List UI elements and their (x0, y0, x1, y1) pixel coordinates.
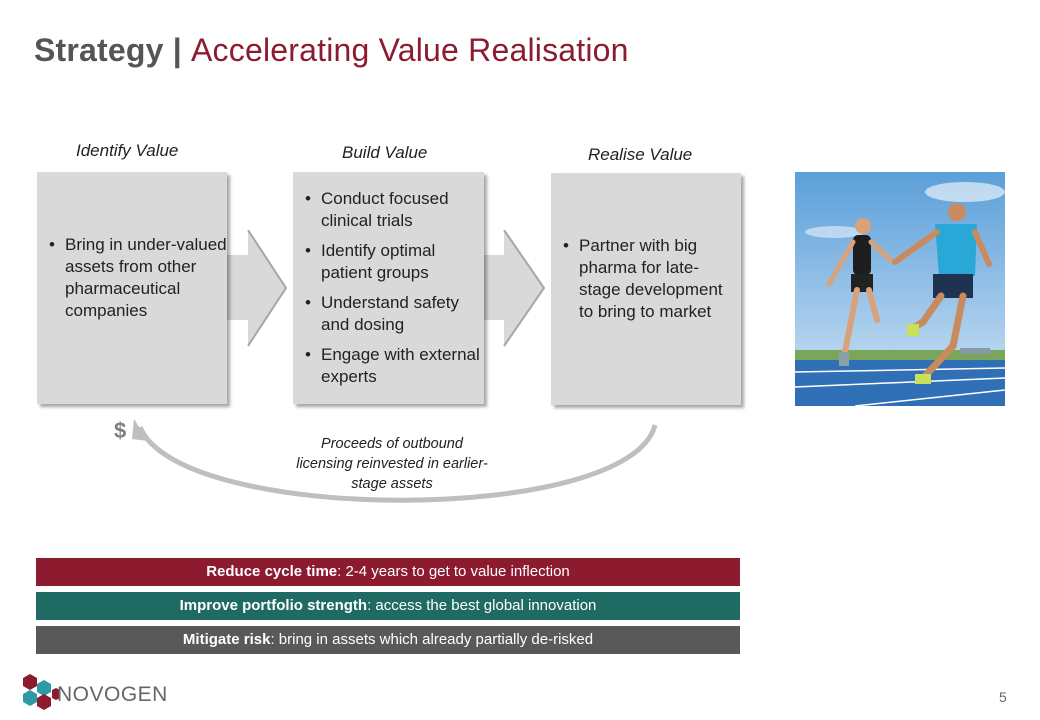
title-main: Strategy (34, 32, 164, 68)
dollar-symbol: $ (114, 418, 127, 443)
stage-heading-build: Build Value (342, 143, 428, 162)
bar-text: : access the best global innovation (367, 597, 597, 614)
bar-text: : bring in assets which already partiall… (270, 631, 594, 648)
bullet-item: Identify optimal patient groups (305, 240, 484, 284)
bar-bold-label: Reduce cycle time (206, 563, 338, 580)
stage-heading-realise: Realise Value (588, 145, 693, 164)
flow-arrow-1 (226, 230, 288, 347)
stage-heading-identify: Identify Value (76, 141, 179, 160)
bullet-item: Bring in under-valued assets from other … (49, 234, 227, 322)
flow-arrow-2 (482, 230, 546, 347)
stage-box-build: Conduct focused clinical trials Identify… (293, 172, 484, 404)
stage-box-realise: Partner with big pharma for late-stage d… (551, 173, 741, 405)
bar-text: : 2-4 years to get to value inflection (337, 563, 570, 580)
reinvest-loop-arrow (132, 419, 658, 503)
bar-portfolio-strength: Improve portfolio strength: access the b… (36, 592, 740, 620)
bar-cycle-time: Reduce cycle time: 2-4 years to get to v… (36, 558, 740, 586)
title-separator: | (172, 32, 182, 68)
bar-bold-label: Improve portfolio strength (179, 597, 368, 614)
title-sub: Accelerating Value Realisation (191, 32, 629, 68)
bullet-item: Conduct focused clinical trials (305, 188, 484, 232)
bar-mitigate-risk: Mitigate risk: bring in assets which alr… (36, 626, 740, 654)
bullet-item: Understand safety and dosing (305, 292, 484, 336)
bar-bold-label: Mitigate risk (182, 631, 271, 648)
logo-text: NOVOGEN (57, 683, 168, 706)
novogen-logo-icon (23, 674, 60, 710)
bullet-item: Partner with big pharma for late-stage d… (563, 235, 733, 323)
bullet-item: Engage with external experts (305, 344, 484, 388)
runners-photo (795, 172, 1005, 406)
page-title: Strategy | Accelerating Value Realisatio… (34, 32, 629, 69)
stage-box-identify: Bring in under-valued assets from other … (37, 172, 227, 404)
reinvest-caption: Proceeds of outbound licensing reinveste… (296, 436, 488, 492)
page-number: 5 (999, 689, 1007, 705)
